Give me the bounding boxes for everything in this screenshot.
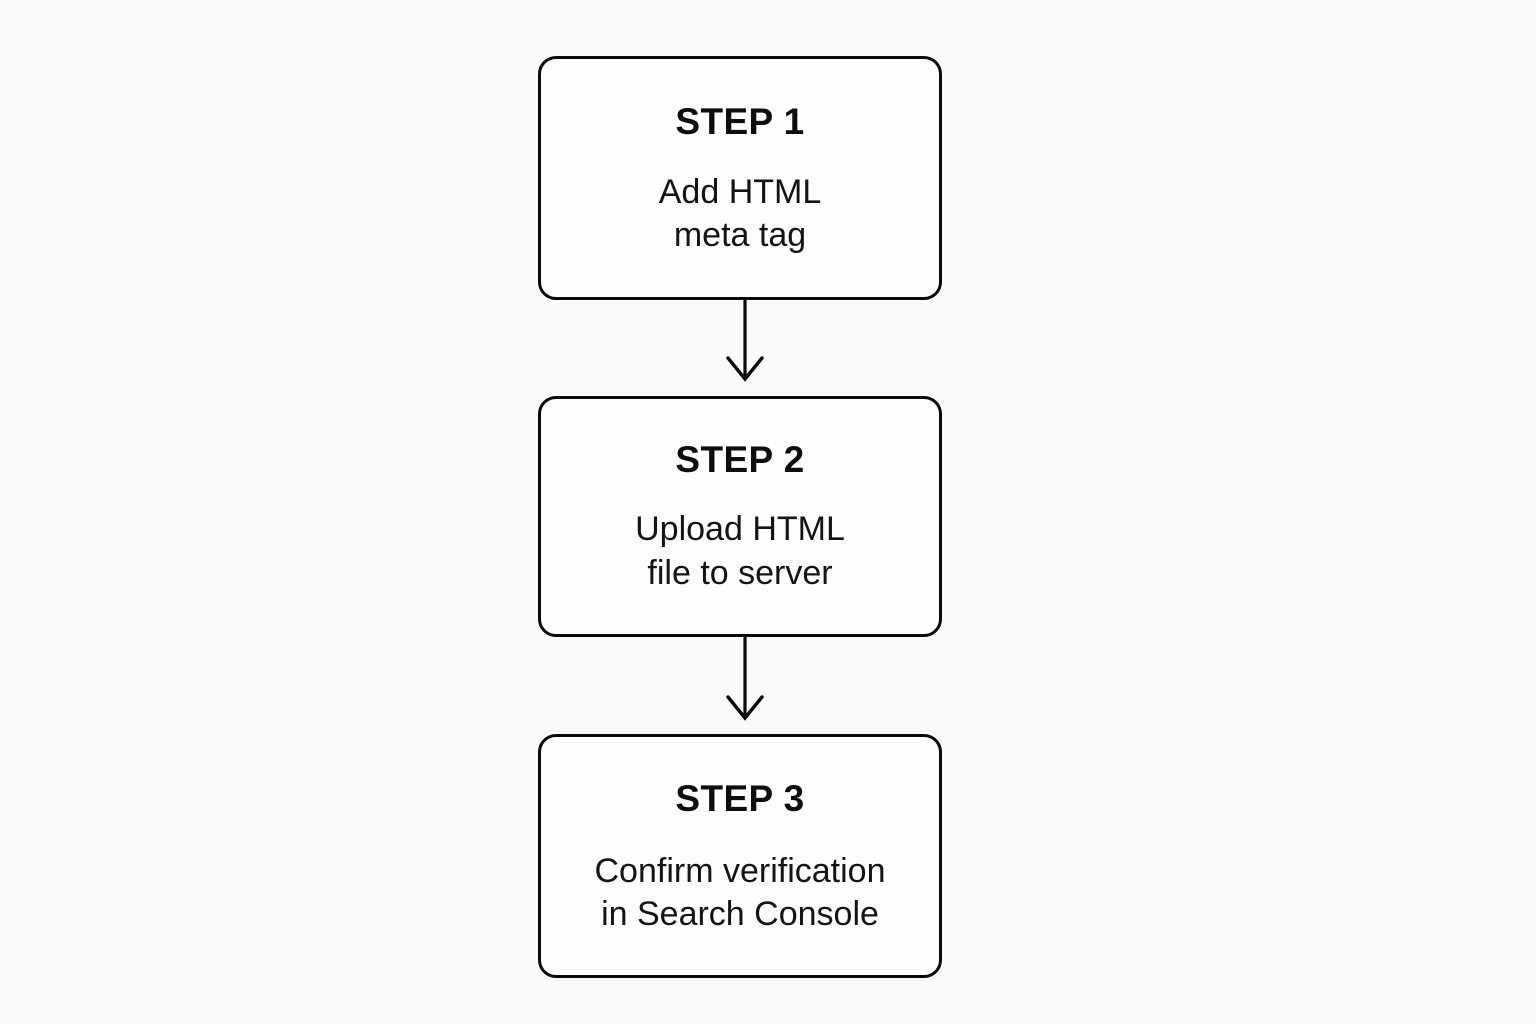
step-node-2[interactable]: STEP 2 Upload HTML file to server: [538, 396, 942, 637]
step-2-description: Upload HTML file to server: [635, 510, 845, 592]
down-arrow-icon: [726, 298, 764, 382]
step-node-3[interactable]: STEP 3 Confirm verification in Search Co…: [538, 734, 942, 978]
down-arrow-icon: [726, 635, 764, 721]
arrow-step2-to-step3: [697, 635, 793, 721]
step-1-description: Add HTML meta tag: [658, 172, 822, 255]
step-3-description: Confirm verification in Search Console: [594, 851, 886, 934]
step-2-title: STEP 2: [675, 438, 805, 480]
step-node-1[interactable]: STEP 1 Add HTML meta tag: [538, 56, 942, 300]
step-3-title: STEP 3: [675, 778, 805, 820]
step-1-title: STEP 1: [675, 101, 805, 143]
arrow-step1-to-step2: [697, 298, 793, 384]
